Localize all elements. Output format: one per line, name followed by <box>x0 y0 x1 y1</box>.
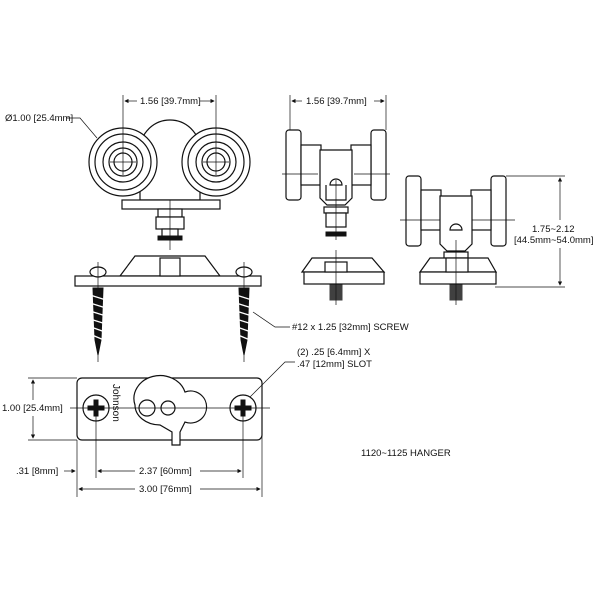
brand-logo-text: Johnson <box>110 384 121 422</box>
side-view-roller <box>282 95 390 240</box>
side-spacing-label: 1.56 [39.7mm] <box>306 96 367 107</box>
height-range-mm-label: [44.5mm~54.0mm] <box>514 235 593 246</box>
height-range-in-label: 1.75~2.12 <box>532 224 575 235</box>
wheel-diameter-label: Ø1.00 [25.4mm] <box>5 113 73 124</box>
drawing-title: 1120~1125 HANGER <box>361 448 451 459</box>
plate-top-view <box>28 361 295 497</box>
side-view-extended <box>400 175 565 288</box>
plate-length-label: 3.00 [76mm] <box>139 484 192 495</box>
slot-label-line1: (2) .25 [6.4mm] X <box>297 347 371 358</box>
hole-spacing-label: 2.37 [60mm] <box>139 466 192 477</box>
front-spacing-label: 1.56 [39.7mm] <box>140 96 201 107</box>
screw-label: #12 x 1.25 [32mm] SCREW <box>292 322 409 333</box>
screw-right-icon <box>235 262 253 362</box>
front-view-roller <box>67 95 251 250</box>
mounting-plate-profile <box>74 255 290 362</box>
slot-label-line2: .47 [12mm] SLOT <box>297 359 372 370</box>
bracket-side-2 <box>418 240 498 305</box>
screw-left-icon <box>89 262 107 362</box>
edge-offset-label: .31 [8mm] <box>16 466 58 477</box>
bracket-side-1 <box>300 250 386 305</box>
plate-height-label: 1.00 [25.4mm] <box>2 403 63 414</box>
